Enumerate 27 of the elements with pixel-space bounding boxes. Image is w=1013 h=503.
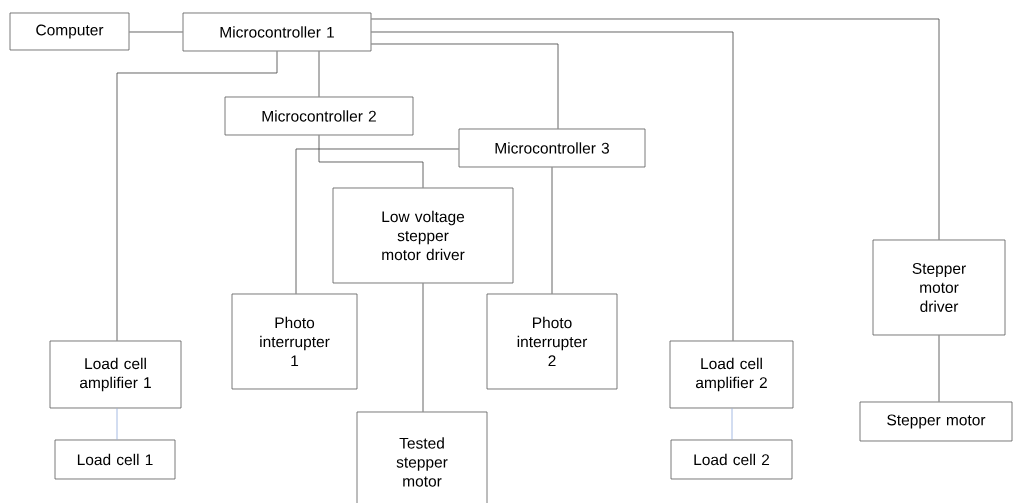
component-box: Photo interrupter 2	[486, 293, 618, 390]
component-box: Computer	[9, 12, 130, 51]
component-box: Photo interrupter 1	[231, 293, 358, 390]
component-box: Microcontroller 3	[458, 128, 646, 168]
connector-line	[295, 148, 459, 294]
connector-line	[129, 31, 183, 33]
component-box: Load cell 1	[54, 439, 176, 480]
connector-line	[551, 167, 553, 294]
component-box: Load cell 2	[670, 439, 793, 480]
connector-line	[371, 18, 940, 240]
connector-line	[116, 408, 118, 440]
connector-line	[318, 51, 320, 97]
connector-line	[371, 31, 734, 341]
connector-line	[116, 51, 278, 341]
driver-box: Stepper motor driver	[872, 239, 1006, 336]
component-box: Stepper motor	[859, 401, 1013, 442]
component-box: Microcontroller 2	[224, 96, 414, 136]
connector-line	[422, 283, 424, 412]
connector-line	[731, 408, 733, 440]
connector-line	[318, 135, 424, 188]
component-box: Load cell amplifier 1	[49, 340, 182, 409]
connector-line	[938, 335, 940, 402]
component-box: Load cell amplifier 2	[669, 340, 794, 409]
connector-line	[371, 43, 559, 129]
driver-box: Low voltage stepper motor driver	[332, 187, 514, 284]
component-box: Tested stepper motor	[356, 411, 488, 503]
component-box: Microcontroller 1	[182, 12, 372, 52]
